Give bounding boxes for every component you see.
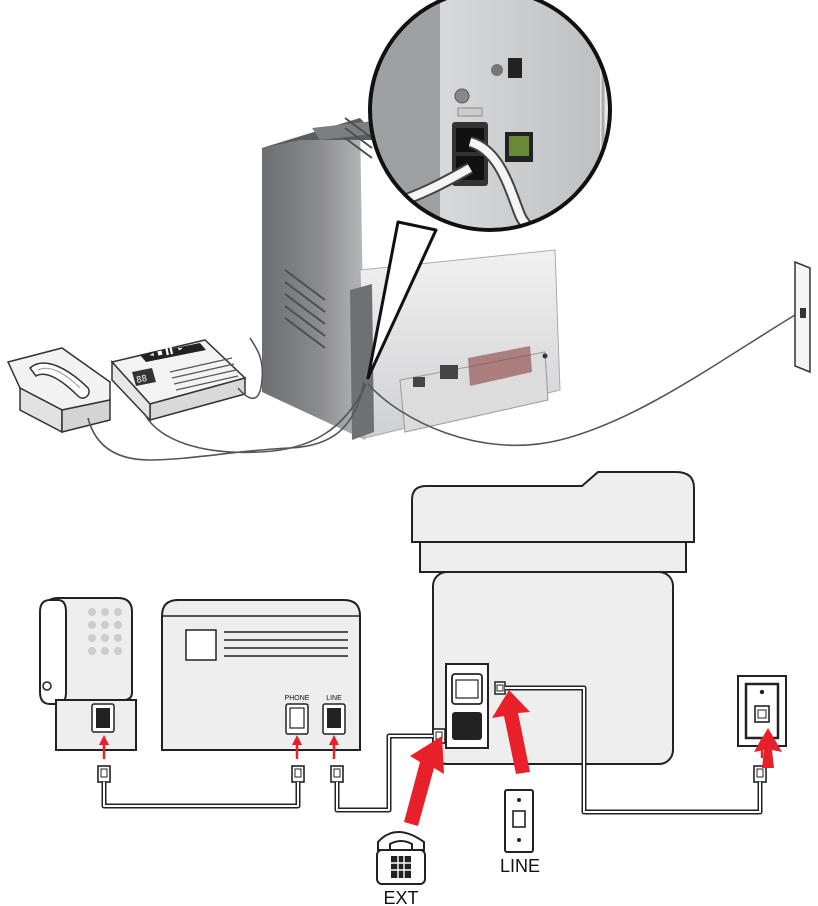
line-arrow: [492, 690, 530, 774]
bottom-schematic: PHONE LINE: [39, 471, 787, 906]
printer-schematic: [411, 471, 695, 765]
answering-machine-display: 88: [136, 374, 149, 386]
wall-jack-arrow: [754, 728, 782, 768]
telephone-photo: [6, 347, 111, 434]
line-wall-outlet-icon: LINE: [500, 789, 540, 876]
line-port-label: LINE: [326, 695, 342, 702]
zoom-callout-circle: [368, 0, 612, 232]
phone-port-label: PHONE: [285, 695, 310, 702]
telephone-schematic: [39, 597, 137, 751]
ext-arrow: [404, 736, 444, 826]
line-label: LINE: [500, 856, 540, 876]
zoom-callout-pointer: [366, 220, 438, 380]
wall-jack-schematic: [737, 675, 787, 747]
cables-photo: [87, 311, 801, 461]
ext-label: EXT: [383, 888, 418, 906]
wall-jack-photo: [794, 260, 811, 374]
answering-machine-schematic: PHONE LINE: [161, 599, 361, 751]
answering-machine-photo: ◄ ■ ▌▌ ► 88: [110, 339, 247, 422]
printer-rear-view: [262, 117, 561, 440]
ext-phone-icon: EXT: [376, 831, 426, 906]
top-illustration: ◄ ■ ▌▌ ► 88: [6, 0, 811, 461]
